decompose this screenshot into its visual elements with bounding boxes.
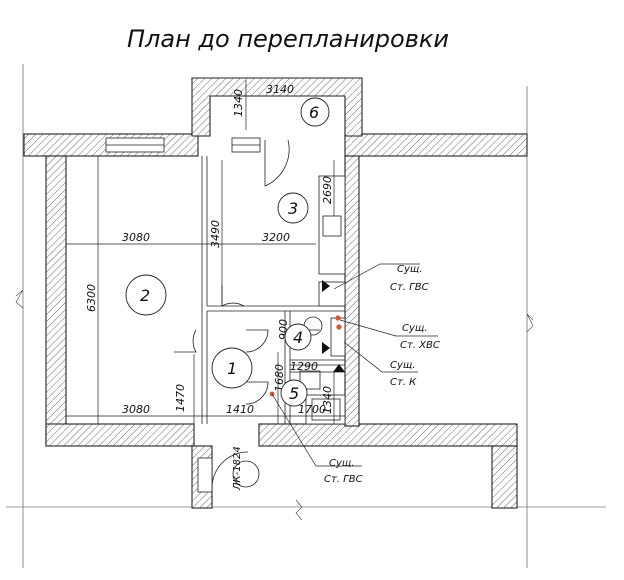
- note-hot-water-top-1: Сущ.: [397, 264, 423, 275]
- room-markers: 6 2 3 1 4 5: [125, 97, 330, 407]
- dim-room2-width-top: 3080: [122, 231, 150, 244]
- dim-bath-height: 1340: [321, 386, 334, 414]
- walls: [23, 77, 528, 509]
- dim-kitchen-width: 3200: [262, 231, 290, 244]
- room-label-5: 5: [289, 384, 299, 403]
- note-hot-water-bottom-1: Сущ.: [329, 458, 355, 469]
- risers: [269, 280, 345, 397]
- dim-hall-width: 1410: [226, 403, 254, 416]
- partitions: [201, 156, 346, 425]
- leader-lines: [271, 263, 438, 467]
- dim-hall-depth: 1470: [174, 384, 187, 412]
- riser-notes: Сущ. Ст. ГВС Сущ. Ст. ХВС Сущ. Ст. К Сущ…: [324, 264, 440, 485]
- note-cold-water-2: Ст. ХВС: [400, 340, 440, 351]
- entrance-door: ЛК-1824: [232, 446, 260, 491]
- dim-room2-depth: 6300: [85, 284, 98, 312]
- dim-balcony-width: 3140: [266, 83, 294, 96]
- note-sewer-1: Сущ.: [390, 360, 416, 371]
- note-hot-water-top-2: Ст. ГВС: [390, 282, 429, 293]
- dim-bath-length: 1700: [298, 403, 326, 416]
- room-label-3: 3: [288, 199, 298, 218]
- dim-wc-width: 1290: [290, 360, 318, 373]
- room-label-1: 1: [227, 359, 237, 378]
- note-cold-water-1: Сущ.: [402, 323, 428, 334]
- dim-balcony-depth: 1340: [232, 89, 245, 117]
- room-label-6: 6: [309, 103, 319, 122]
- room-label-2: 2: [140, 286, 150, 305]
- dim-room2-width-bottom: 3080: [122, 403, 150, 416]
- dimension-labels: 3140 1340 2690 3080 6300 3490 3200 900 1…: [85, 83, 334, 416]
- grid-lines: [6, 64, 606, 568]
- entrance-label: ЛК-1824: [232, 446, 243, 491]
- room-label-4: 4: [293, 328, 303, 347]
- plan-title: План до перепланировки: [127, 25, 449, 53]
- note-sewer-2: Ст. К: [390, 377, 417, 388]
- doors: [174, 139, 290, 493]
- dim-kitchen-depth: 2690: [321, 176, 334, 204]
- dim-room3-depth: 3490: [209, 220, 222, 248]
- note-hot-water-bottom-2: Ст. ГВС: [324, 474, 363, 485]
- windows: [105, 137, 261, 153]
- dim-bath-depth: 1680: [273, 364, 286, 392]
- dimension-lines: [66, 80, 345, 424]
